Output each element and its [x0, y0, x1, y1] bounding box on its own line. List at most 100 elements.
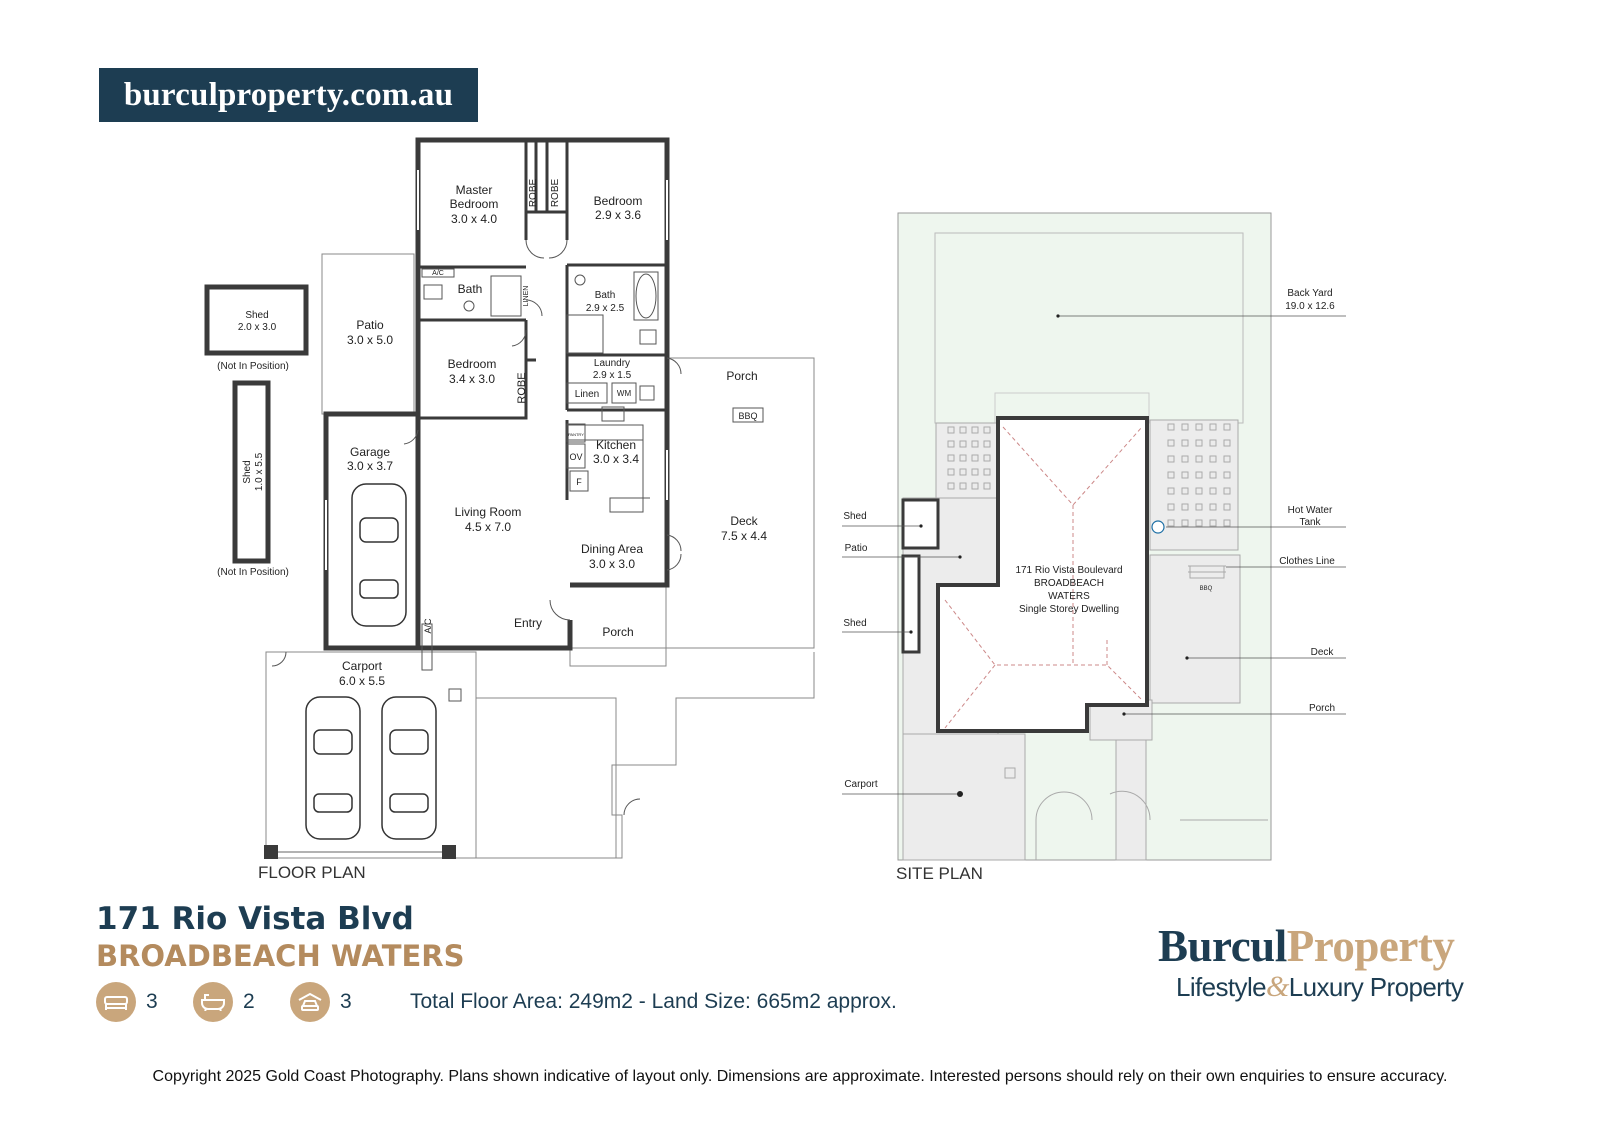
- dwelling-footprint: [936, 416, 1149, 733]
- carport-post-dark: [264, 845, 278, 859]
- site-bbq-label: BBQ: [1200, 586, 1213, 592]
- deck-outline: [665, 357, 815, 649]
- door-swing: [525, 299, 543, 317]
- robe-label-1: ROBE: [528, 179, 539, 208]
- bedroom3-size: 3.4 x 3.0: [449, 372, 495, 386]
- car-count: 3: [340, 990, 352, 1013]
- door-swing: [666, 534, 682, 552]
- sink-box: [639, 385, 655, 401]
- ac-unit-box: [421, 623, 433, 671]
- shed2-size: 1.0 x 5.5: [254, 452, 265, 491]
- bath2-label: Bath: [595, 290, 616, 301]
- deck-area: [1149, 554, 1241, 704]
- bedroom2-label: Bedroom: [594, 194, 643, 208]
- bbq-box: [732, 407, 764, 423]
- carport-post: [448, 688, 462, 702]
- bath1-toilet: [423, 284, 443, 300]
- bed-icon: [96, 982, 136, 1022]
- entry-label: Entry: [514, 616, 542, 630]
- website-badge: burculproperty.com.au: [99, 68, 478, 122]
- floor-plan: Master Bedroom 3.0 x 4.0 Bedroom 2.9 x 3…: [204, 137, 815, 882]
- site-shed2: [901, 554, 921, 654]
- pantry-box: [566, 423, 586, 443]
- website-text: burculproperty.com.au: [123, 76, 454, 113]
- shed1-note: (Not In Position): [217, 361, 289, 372]
- laundry-label: Laundry: [594, 358, 630, 369]
- porch-bottom-label: Porch: [602, 625, 633, 639]
- kitchen-label: Kitchen: [596, 438, 636, 452]
- wm-box: [611, 382, 637, 404]
- tagline-part-1: Lifestyle: [1176, 972, 1267, 1002]
- paving-left: [935, 422, 999, 506]
- laundry-size: 2.9 x 1.5: [593, 370, 632, 381]
- shed2-outline: [232, 380, 271, 564]
- tagline-ampersand: &: [1265, 970, 1289, 1003]
- master-bedroom-size: 3.0 x 4.0: [451, 212, 497, 226]
- deck-size: 7.5 x 4.4: [721, 529, 767, 543]
- path-area: [1115, 739, 1147, 861]
- floor-land-area: Total Floor Area: 249m2 - Land Size: 665…: [410, 990, 897, 1013]
- living-room-label: Living Room: [455, 505, 522, 519]
- dwelling-label-1: 171 Rio Vista Boulevard: [1015, 565, 1122, 576]
- floor-plan-caption: FLOOR PLAN: [258, 863, 366, 882]
- bathtub: [635, 273, 657, 319]
- bath-icon: [193, 982, 233, 1022]
- door-swing: [623, 798, 641, 816]
- dining-area-label: Dining Area: [581, 542, 643, 556]
- deck-label: Deck: [730, 514, 758, 528]
- paving-right: [1149, 419, 1239, 551]
- garage-icon: [290, 982, 330, 1022]
- shed2-label: Shed: [242, 460, 253, 483]
- dwelling-label-3: WATERS: [1048, 591, 1090, 602]
- door-swing: [666, 553, 682, 571]
- driveway-pad: [475, 697, 617, 859]
- hot-water-label: Hot Water: [1288, 505, 1333, 516]
- door-swing: [666, 357, 682, 375]
- street-address: 171 Rio Vista Blvd: [96, 901, 414, 937]
- carport-area: [902, 733, 1026, 861]
- garden-arch: [1035, 791, 1093, 821]
- wm-label: WM: [617, 389, 632, 398]
- bedroom3-label: Bedroom: [448, 357, 497, 371]
- brand-logo: BurculProperty: [1158, 920, 1455, 972]
- kitchen-island: [609, 425, 650, 513]
- living-room-size: 4.5 x 7.0: [465, 520, 511, 534]
- suburb: BROADBEACH WATERS: [96, 939, 465, 973]
- site-plan-caption: SITE PLAN: [896, 864, 983, 883]
- car-carport-2: [381, 696, 437, 840]
- brand-tagline: Lifestyle&Luxury Property: [1176, 970, 1464, 1004]
- shed2-note: (Not In Position): [217, 567, 289, 578]
- back-yard-size: 19.0 x 12.6: [1285, 301, 1335, 312]
- bbq-label: BBQ: [738, 411, 757, 421]
- car-garage: [351, 483, 407, 627]
- master-bedroom-label: Master: [456, 183, 493, 197]
- ac-label-1: A/C: [432, 270, 444, 277]
- roof-line: [944, 599, 1143, 701]
- master-bedroom-label-2: Bedroom: [450, 197, 499, 211]
- back-yard-label: Back Yard: [1287, 288, 1332, 299]
- brand-word-2: Property: [1286, 921, 1455, 971]
- site-shed2-label: Shed: [843, 618, 866, 629]
- bath-feature: 2: [193, 982, 255, 1022]
- patio-size: 3.0 x 5.0: [347, 333, 393, 347]
- door-swing: [403, 429, 419, 445]
- upper-outer-wall: [415, 137, 670, 358]
- ac-label-2: A/C: [423, 618, 433, 634]
- linen-label-vertical: LINEN: [523, 286, 530, 307]
- right-outer-wall: [570, 358, 670, 588]
- bath2-toilet: [639, 329, 657, 345]
- shed1-label: Shed: [245, 310, 268, 321]
- fridge-box: [569, 470, 589, 492]
- site-plan: Back Yard 19.0 x 12.6 Hot Water Tank Clo…: [842, 212, 1346, 883]
- pantry-label: PANTRY: [568, 432, 584, 437]
- bed-feature: 3: [96, 982, 158, 1022]
- brand-word-1: Burcul: [1158, 921, 1287, 971]
- site-patio-label: Patio: [845, 543, 868, 554]
- hot-water-label-2: Tank: [1299, 517, 1321, 528]
- fridge-label: F: [576, 477, 582, 487]
- patio-label: Patio: [356, 318, 384, 332]
- dwelling-label-2: BROADBEACH: [1034, 578, 1104, 589]
- site-deck-label: Deck: [1311, 647, 1335, 658]
- linen-label: Linen: [575, 389, 599, 400]
